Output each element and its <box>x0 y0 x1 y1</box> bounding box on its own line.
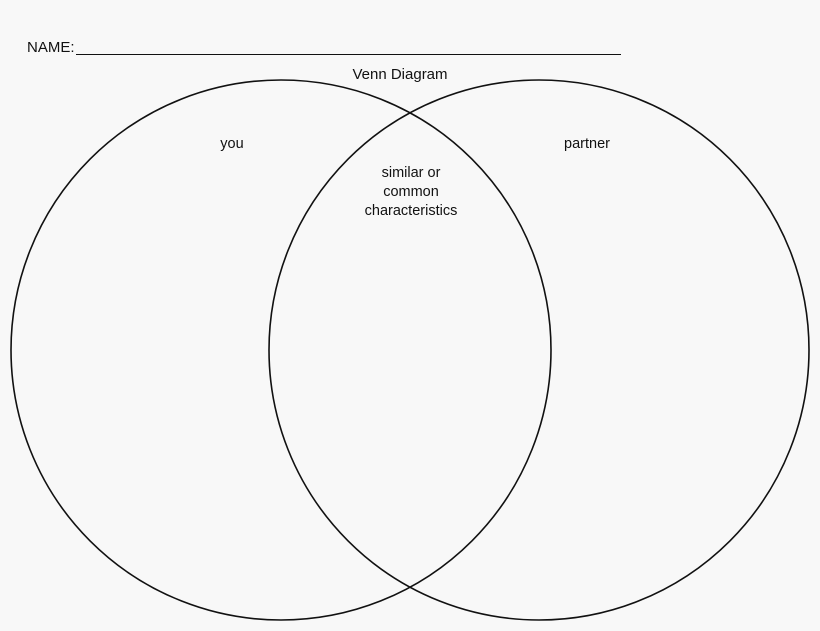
diagram-title: Venn Diagram <box>352 66 448 83</box>
overlap-label-line-1: similar or <box>381 165 441 181</box>
overlap-label-line-2: common <box>383 184 439 200</box>
overlap-label-line-3: characteristics <box>364 203 458 219</box>
right-circle <box>268 79 810 621</box>
left-circle <box>10 79 552 621</box>
left-circle-label: you <box>220 136 244 152</box>
name-field: NAME: <box>27 37 621 57</box>
overlap-label: similar or common characteristics <box>336 164 486 221</box>
right-circle-label: partner <box>564 136 610 152</box>
name-label: NAME: <box>27 39 75 56</box>
name-blank-line[interactable] <box>75 54 621 55</box>
